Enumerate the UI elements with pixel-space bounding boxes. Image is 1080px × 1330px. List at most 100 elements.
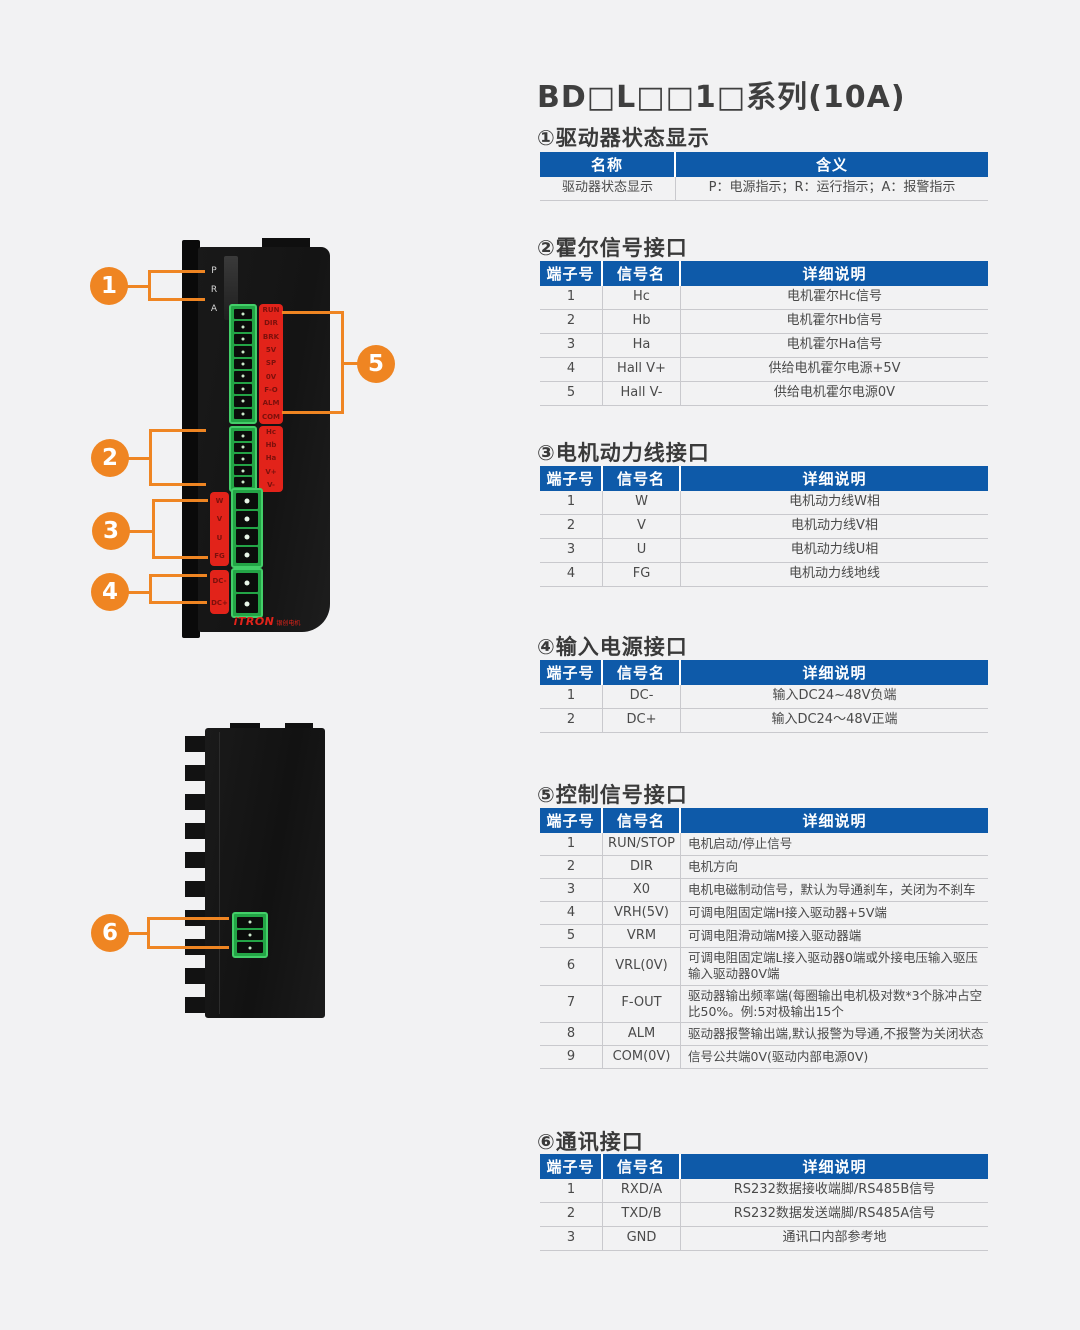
table-cell: 电机动力线地线 [788, 566, 880, 582]
pin-label: ALM [262, 399, 280, 408]
callout-bracket-5 [282, 311, 344, 414]
table-cell: 2 [540, 709, 603, 732]
pin-label: Ha [265, 454, 277, 463]
pin-label: SP [265, 359, 277, 368]
table-cell: 供给电机霍尔电源0V [773, 385, 896, 401]
connector-pin [236, 493, 258, 509]
connector-pin [234, 383, 252, 395]
column-header: 详细说明 [802, 265, 867, 283]
column-header: 信号名 [603, 660, 681, 685]
pin-label: U [216, 533, 223, 542]
pin-label: DC+ [211, 598, 228, 607]
table-header: 名称含义 [540, 152, 988, 177]
callout-line [127, 457, 151, 460]
hall-signal-connector [229, 426, 257, 492]
table-cell: VRH(5V) [603, 902, 681, 924]
table-cell: 2 [540, 856, 603, 878]
table-cell: DC+ [603, 709, 681, 732]
column-header: 信号名 [603, 261, 681, 286]
connector-pin [236, 547, 258, 563]
callout-badge-3: 3 [92, 512, 130, 550]
table-cell: 3 [540, 539, 603, 562]
led-label: R [210, 285, 218, 295]
pin-label: V- [267, 480, 275, 489]
table-cell: Hc [603, 286, 681, 309]
table-cell: 6 [540, 948, 603, 985]
pin-label: W [215, 496, 224, 505]
table-cell: TXD/B [603, 1203, 681, 1226]
column-header: 含义 [815, 156, 848, 174]
callout-badge-2: 2 [91, 439, 129, 477]
table-cell: COM(0V) [603, 1046, 681, 1068]
connector-pin [234, 358, 252, 370]
callout-bracket-4 [149, 574, 207, 604]
table-cell: 电机动力线U相 [790, 542, 879, 558]
callout-badge-6: 6 [91, 914, 129, 952]
connector-pin [234, 371, 252, 382]
body-edge-line [219, 732, 220, 1014]
pin-label: COM [261, 412, 281, 421]
table-cell: 电机方向 [688, 858, 739, 874]
table-cell: VRM [603, 925, 681, 947]
connector-pin [234, 442, 252, 453]
led-label: P [211, 266, 217, 276]
table-header: 端子号信号名 详细说明 [540, 660, 988, 685]
power-pin-labels: DC-DC+ [210, 570, 229, 614]
brand-logo-text: iTRON [233, 615, 275, 628]
table-cell: DC- [603, 685, 681, 708]
section-heading-6: ⑥通讯接口 [537, 1130, 644, 1154]
table-cell: 电机霍尔Hb信号 [786, 313, 883, 329]
table-cell: 5 [540, 925, 603, 947]
table-cell: 可调电阻固定端L接入驱动器0端或外接电压输入驱压输入驱动器0V端 [688, 950, 978, 982]
column-header: 端子号 [540, 660, 603, 685]
table-cell: 电机霍尔Hc信号 [787, 289, 882, 305]
column-header: 端子号 [540, 808, 603, 833]
column-header: 详细说明 [802, 470, 867, 488]
column-header: 详细说明 [802, 664, 867, 682]
table-header: 端子号信号名详细说明 [540, 466, 988, 491]
table-cell: RUN/STOP [603, 833, 681, 855]
callout-bracket-3 [152, 499, 208, 559]
connector-pin [234, 408, 252, 419]
connector-pin [234, 321, 252, 332]
table-cell: 电机动力线V相 [791, 518, 878, 534]
table-cell: 电机动力线W相 [789, 494, 880, 510]
connector-pin [236, 573, 258, 592]
pin-label: Hb [265, 441, 277, 450]
callout-line [127, 932, 149, 935]
table-cell: FG [603, 563, 681, 586]
table-cell: 电机启动/停止信号 [688, 835, 793, 851]
column-header: 信号名 [603, 808, 681, 833]
connector-pin [234, 333, 252, 345]
table-cell: 8 [540, 1023, 603, 1045]
callout-bracket-2 [149, 429, 206, 486]
table-cell: 1 [540, 833, 603, 855]
callout-line [127, 591, 151, 594]
callout-bracket-1 [148, 270, 205, 301]
table-cell: U [603, 539, 681, 562]
connector-pin [234, 431, 252, 441]
pin-label: V [216, 515, 223, 524]
table-cell: 3 [540, 334, 603, 357]
table-cell: 信号公共端0V(驱动内部电源0V) [688, 1048, 869, 1064]
